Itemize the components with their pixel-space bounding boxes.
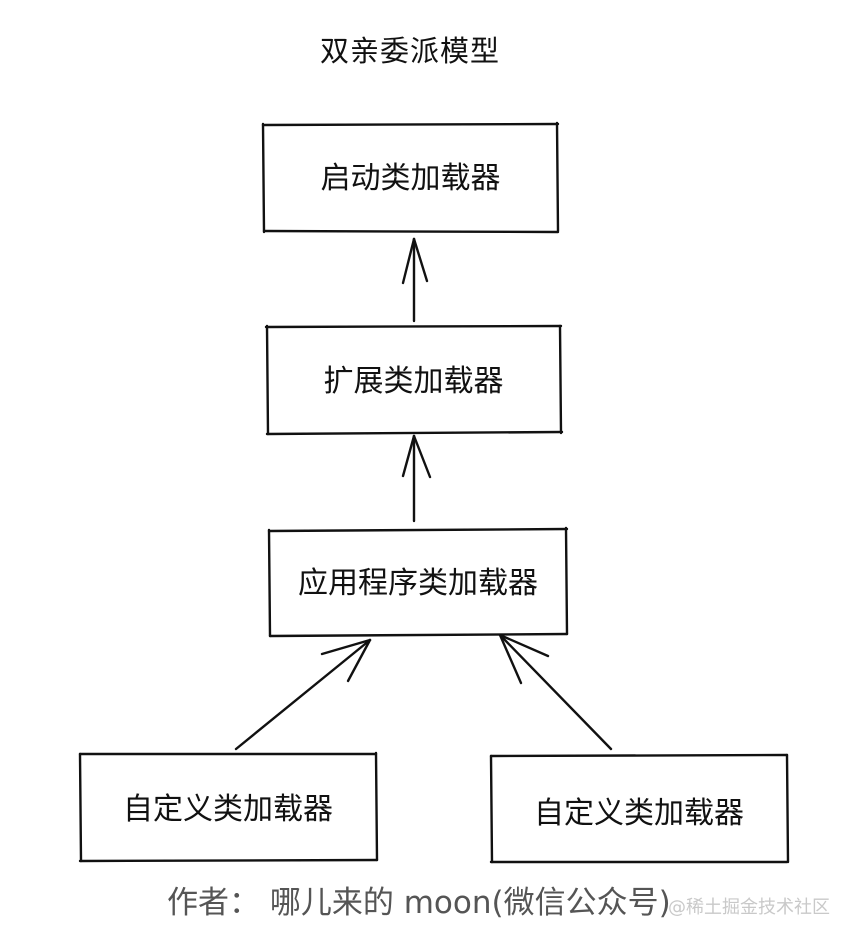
node-box-extension xyxy=(264,324,564,436)
arrow-application-to-extension xyxy=(401,434,432,523)
node-label-custom-left: 自定义类加载器 xyxy=(123,792,333,827)
author-caption: 作者： 哪儿来的 moon(微信公众号) xyxy=(167,885,671,921)
diagram-title: 双亲委派模型 xyxy=(319,34,500,68)
arrow-custom-right-to-application xyxy=(498,633,613,751)
node-box-custom-left xyxy=(78,751,379,863)
source-watermark: @稀土掘金技术社区 xyxy=(668,897,830,918)
node-box-bootstrap xyxy=(261,121,560,234)
node-box-application xyxy=(267,526,569,638)
arrow-extension-to-bootstrap xyxy=(401,237,429,323)
node-label-bootstrap: 启动类加载器 xyxy=(320,161,501,196)
node-label-extension: 扩展类加载器 xyxy=(323,364,504,399)
node-label-custom-right: 自定义类加载器 xyxy=(534,796,744,831)
arrow-custom-left-to-application xyxy=(234,638,372,751)
node-label-application: 应用程序类加载器 xyxy=(298,566,538,601)
node-box-custom-right xyxy=(489,753,790,864)
